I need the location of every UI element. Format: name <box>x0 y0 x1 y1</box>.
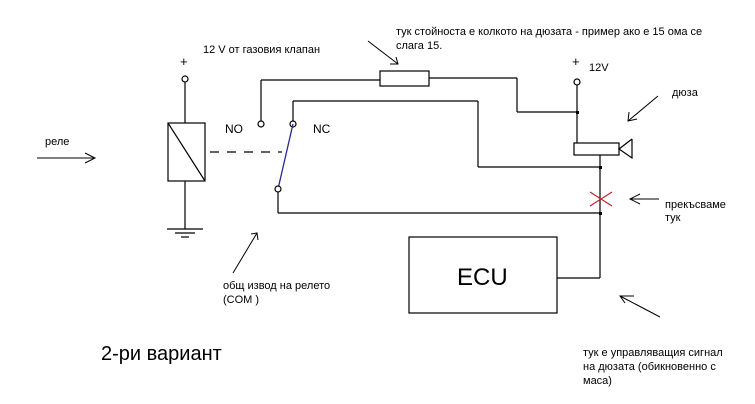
injector-label: дюза <box>672 87 698 99</box>
ecu-block <box>408 236 558 314</box>
ecu-label: ECU <box>457 264 508 291</box>
common-line1: общ извод на релето <box>223 280 331 292</box>
injector-body <box>573 142 620 156</box>
control-line3: маса) <box>583 375 612 387</box>
diagram-title: 2-ри вариант <box>101 343 222 365</box>
annotation-arrows <box>37 40 661 318</box>
com-terminal <box>274 185 282 193</box>
injector-supply-terminal <box>573 78 581 86</box>
cut-here-line2: тук <box>665 212 681 224</box>
injector-nozzle <box>617 138 633 160</box>
control-signal-arrow-icon <box>619 295 661 318</box>
cut-arrow-icon <box>628 193 659 205</box>
com-arrow-icon <box>232 232 259 274</box>
no-contact-label: NO <box>225 122 243 136</box>
relay-coil-diagonal <box>167 122 206 182</box>
injector-wiring <box>557 78 633 279</box>
cut-here-line1: прекъсваме <box>665 199 726 211</box>
relay-switch-arm[interactable] <box>277 123 294 190</box>
coil-supply-terminal <box>181 75 189 83</box>
com-contact-wiring <box>274 185 600 214</box>
junction-dots <box>576 111 602 215</box>
resistor <box>379 70 430 87</box>
injector-arrow-icon <box>627 95 659 122</box>
control-line1: тук е управляващия сигнал <box>583 347 723 359</box>
relay-coil-group <box>167 75 206 229</box>
relay-coil <box>167 122 206 182</box>
no-terminal <box>257 120 265 128</box>
relay-arrow-icon <box>37 152 97 164</box>
nc-contact-label: NC <box>313 122 331 136</box>
relay-label: реле <box>45 136 70 148</box>
supply-right-label: 12V <box>589 62 609 74</box>
resistor-note-line1: тук стойноста е колкото на дюзата - прим… <box>396 26 703 38</box>
common-line2: (COM ) <box>223 294 260 306</box>
ground-icon <box>167 228 203 238</box>
control-line2: на дюзата (обикновенно с <box>583 361 716 373</box>
resistor-note-line2: слага 15. <box>396 40 443 52</box>
nc-contact-wiring <box>289 100 600 168</box>
cut-mark-icon <box>589 191 613 207</box>
no-contact-wiring <box>257 70 577 128</box>
plus-left-label: + <box>180 54 188 69</box>
resistor-note-arrow-icon <box>367 40 399 65</box>
plus-right-label: + <box>572 54 580 69</box>
valve-supply-label: 12 V от газовия клапан <box>203 44 321 56</box>
